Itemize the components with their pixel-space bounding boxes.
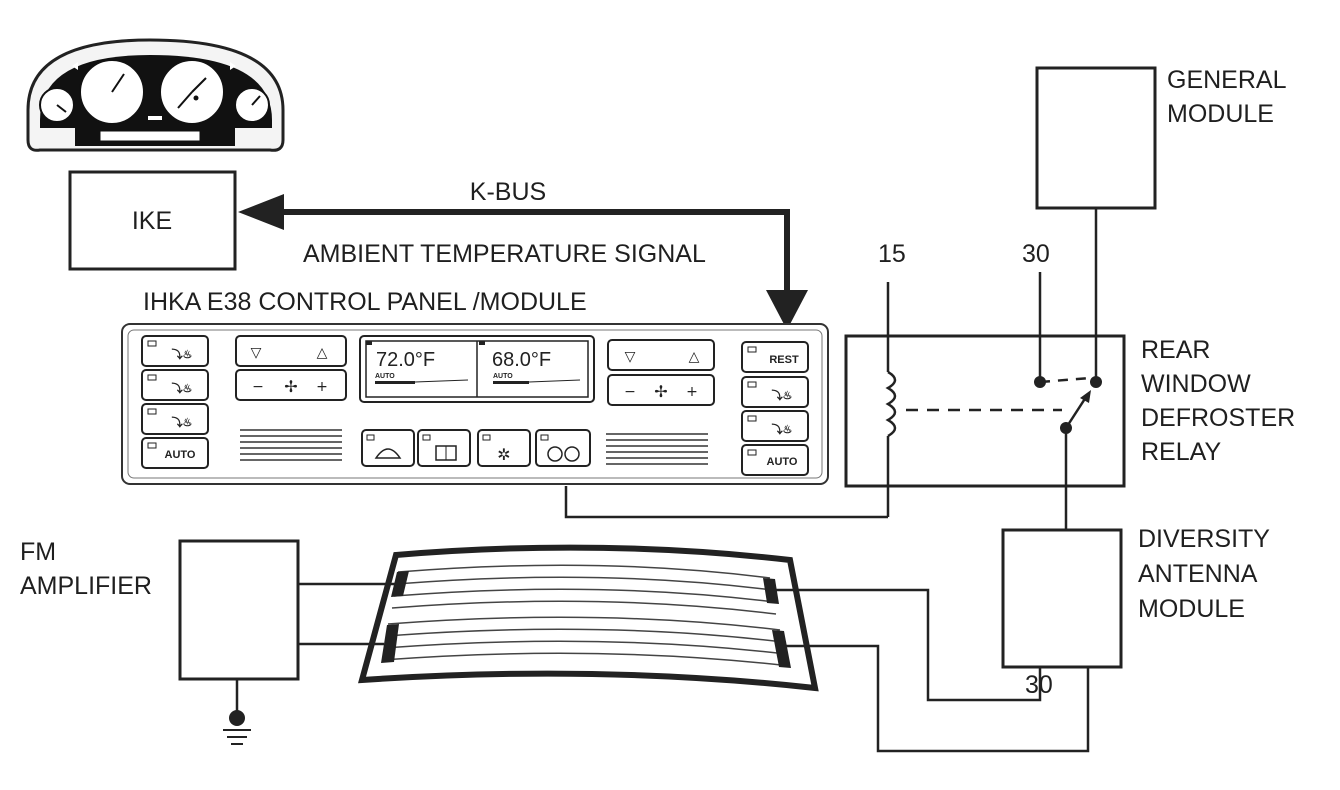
auto-right-button[interactable]: [741, 444, 809, 476]
svg-text:⤵︎♨: ⤵︎♨: [772, 422, 793, 436]
auto-right-label: AUTO: [767, 456, 798, 468]
general-module-line2: MODULE: [1167, 100, 1274, 128]
svg-text:⤵︎♨: ⤵︎♨: [172, 347, 193, 361]
svg-text:△: △: [689, 349, 700, 365]
auto-left-label: AUTO: [165, 449, 196, 461]
ike-box: [68, 170, 237, 271]
general-module-line1: GENERAL: [1167, 66, 1287, 94]
window-ground-wire: [785, 644, 1090, 753]
panel-to-relay-wire: [564, 486, 888, 519]
rest-label: REST: [769, 354, 799, 366]
lcd-right-mode: AUTO: [493, 373, 513, 380]
right-button-column: REST ⤵︎♨ ⤵︎♨ AUTO: [741, 341, 809, 476]
svg-text:△: △: [317, 345, 328, 361]
relay-line3: DEFROSTER: [1141, 404, 1295, 432]
lcd-left-temp: 72.0°F: [376, 349, 435, 371]
svg-text:✢: ✢: [654, 382, 667, 401]
lcd-left-mode: AUTO: [375, 373, 395, 380]
right-vent-grille: [606, 433, 708, 465]
rear-defrost-button[interactable]: [417, 429, 471, 467]
kbus-arrow: [238, 194, 808, 330]
left-fan-rocker[interactable]: [235, 369, 347, 401]
relay-dashed-contact: [1039, 376, 1091, 384]
rear-window: [357, 544, 819, 692]
left-temp-rocker[interactable]: [235, 335, 347, 367]
svg-text:✲: ✲: [497, 445, 510, 464]
svg-text:✢: ✢: [284, 377, 297, 396]
fm-amplifier-box: [178, 539, 300, 681]
control-panel: ⤵︎♨ ⤵︎♨ ⤵︎♨ AUTO ▽ △ − ✢ + 72.0°F 68.0°F: [121, 323, 829, 485]
left-vent-grille: [240, 429, 342, 461]
svg-text:+: +: [686, 384, 698, 400]
svg-text:+: +: [316, 379, 328, 395]
function-buttons: ✲: [361, 429, 591, 467]
svg-text:▽: ▽: [251, 345, 262, 361]
auto-left-button[interactable]: [141, 437, 209, 469]
diversity-line1: DIVERSITY: [1138, 525, 1270, 553]
diversity-antenna-box: [1001, 528, 1123, 669]
window-to-antenna-wire: [776, 588, 1042, 702]
kbus-label: K-BUS: [470, 178, 546, 206]
right-temp-rocker[interactable]: [607, 339, 715, 371]
relay-line4: RELAY: [1141, 438, 1221, 466]
svg-text:−: −: [252, 379, 264, 395]
fm-amplifier-line2: AMPLIFIER: [20, 572, 152, 600]
svg-text:⤵︎♨: ⤵︎♨: [172, 381, 193, 395]
instrument-cluster-icon: [26, 38, 285, 152]
relay-line2: WINDOW: [1141, 370, 1251, 398]
relay-common-contact: [1090, 376, 1102, 388]
rest-button[interactable]: [741, 341, 809, 373]
terminal-30-top-label: 30: [1022, 240, 1050, 268]
fm-amplifier-line1: FM: [20, 538, 56, 566]
lcd-right-temp: 68.0°F: [492, 349, 551, 371]
diversity-line3: MODULE: [1138, 595, 1245, 623]
terminal-30-contact: [1034, 376, 1046, 388]
svg-text:▽: ▽: [625, 349, 636, 365]
lcd-display: 72.0°F 68.0°F AUTO AUTO: [359, 335, 595, 403]
terminal-15-label: 15: [878, 240, 906, 268]
relay-coil: [885, 282, 897, 517]
diversity-line2: ANTENNA: [1138, 560, 1258, 588]
ambient-signal-label: AMBIENT TEMPERATURE SIGNAL: [303, 240, 706, 268]
svg-text:⤵︎♨: ⤵︎♨: [772, 388, 793, 402]
svg-text:⤵︎♨: ⤵︎♨: [172, 415, 193, 429]
ike-label: IKE: [132, 207, 172, 235]
recirc-button[interactable]: [535, 429, 591, 467]
right-fan-rocker[interactable]: [607, 374, 715, 406]
relay-line1: REAR: [1141, 336, 1210, 364]
front-defrost-button[interactable]: [361, 429, 415, 467]
ac-button[interactable]: [477, 429, 531, 467]
control-panel-title: IHKA E38 CONTROL PANEL /MODULE: [143, 288, 587, 316]
general-module-box: [1035, 66, 1157, 210]
ground-icon: [223, 679, 251, 745]
left-button-column: ⤵︎♨ ⤵︎♨ ⤵︎♨ AUTO: [141, 335, 209, 469]
svg-text:−: −: [624, 384, 636, 400]
